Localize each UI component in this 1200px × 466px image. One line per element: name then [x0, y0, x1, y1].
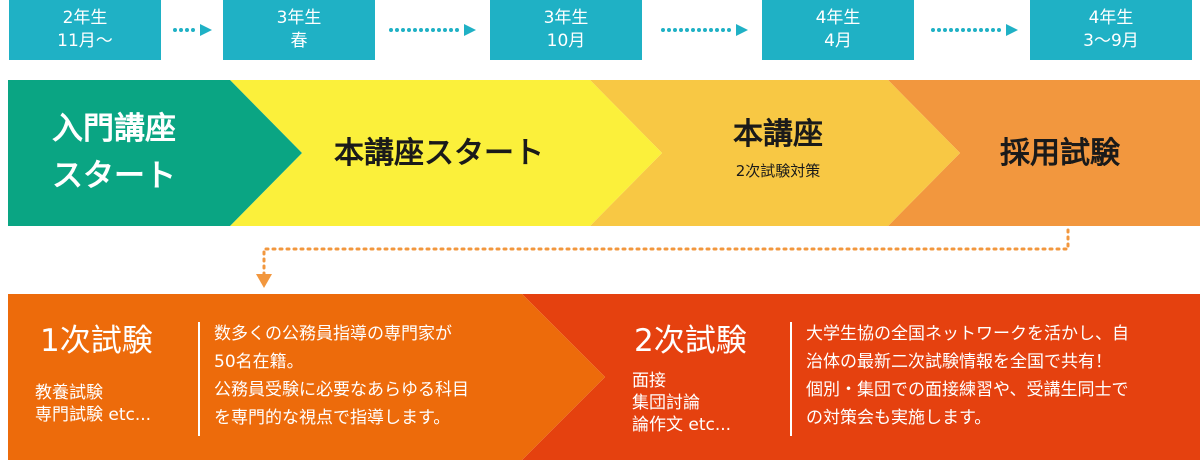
first-exam-subject: 専門試験 etc... — [35, 405, 152, 425]
second-exam-subject: 論作文 etc... — [632, 415, 732, 435]
timeline-arrow-4 — [931, 24, 1018, 36]
timeline-step-4: 4年生 4月 — [762, 0, 914, 60]
timeline-arrow-3 — [661, 24, 748, 36]
flow-advanced-shape — [590, 80, 960, 226]
second-exam-desc-line: 大学生協の全国ネットワークを活かし、自 — [806, 324, 1129, 344]
timeline-period: 10月 — [546, 31, 586, 51]
flow-exam-shape — [888, 80, 1200, 226]
timeline-period: 4月 — [824, 31, 852, 51]
advanced-course-sub: 2次試験対策 — [735, 162, 821, 180]
flow-connector-arrowhead — [256, 274, 272, 288]
intro-line-2: スタート — [52, 158, 176, 194]
second-exam-divider — [790, 322, 792, 436]
first-exam-title: 1次試験 — [40, 323, 153, 359]
timeline-arrow-1 — [173, 24, 212, 36]
first-exam-shape — [8, 294, 605, 460]
second-exam-desc-line: 治体の最新二次試験情報を全国で共有！ — [806, 352, 1112, 372]
flow-intro-shape — [8, 80, 302, 226]
first-exam-desc-line: 公務員受験に必要なあらゆる科目 — [214, 380, 469, 400]
second-exam-shape — [522, 294, 1200, 460]
timeline-year: 4年生 — [1088, 8, 1134, 28]
timeline-step-5: 4年生 3～9月 — [1030, 0, 1192, 60]
timeline-period: 11月～ — [57, 31, 113, 51]
timeline-step-1: 2年生 11月～ — [9, 0, 161, 60]
intro-course-label: 入門講座 スタート — [52, 106, 252, 200]
first-exam-desc-line: 50名在籍。 — [214, 352, 304, 372]
advanced-course-label: 本講座 2次試験対策 — [688, 116, 868, 182]
second-exam-desc-line: 個別・集団での面接練習や、受講生同士で — [806, 380, 1129, 400]
first-exam-desc-line: 数多くの公務員指導の専門家が — [214, 324, 452, 344]
second-exam-desc-line: の対策会も実施します。 — [806, 408, 992, 428]
timeline-year: 3年生 — [276, 8, 322, 28]
second-exam-description: 大学生協の全国ネットワークを活かし、自 治体の最新二次試験情報を全国で共有！ 個… — [806, 320, 1129, 432]
timeline-step-3: 3年生 10月 — [490, 0, 642, 60]
second-exam-subject: 面接 — [632, 371, 666, 391]
employment-exam-label: 採用試験 — [1000, 136, 1120, 171]
intro-line-1: 入門講座 — [52, 111, 176, 147]
first-exam-subject: 教養試験 — [35, 383, 103, 403]
second-exam-title: 2次試験 — [634, 323, 747, 359]
first-exam-divider — [198, 322, 200, 436]
timeline-period: 春 — [290, 31, 308, 51]
advanced-course-title: 本講座 — [733, 117, 823, 152]
timeline-year: 4年生 — [815, 8, 861, 28]
flow-connector-line — [262, 228, 1070, 276]
timeline-arrow-2 — [389, 24, 476, 36]
timeline-year: 3年生 — [543, 8, 589, 28]
timeline-period: 3～9月 — [1083, 31, 1139, 51]
first-exam-desc-line: を専門的な視点で指導します。 — [214, 408, 451, 428]
main-course-label: 本講座スタート — [334, 136, 544, 171]
timeline-step-2: 3年生 春 — [223, 0, 375, 60]
flow-main-shape — [230, 80, 662, 226]
second-exam-subjects: 面接 集団討論 論作文 etc... — [632, 370, 731, 436]
first-exam-description: 数多くの公務員指導の専門家が 50名在籍。 公務員受験に必要なあらゆる科目 を専… — [214, 320, 469, 432]
first-exam-subjects: 教養試験 専門試験 etc... — [35, 382, 151, 426]
second-exam-subject: 集団討論 — [632, 393, 700, 413]
timeline-year: 2年生 — [62, 8, 108, 28]
